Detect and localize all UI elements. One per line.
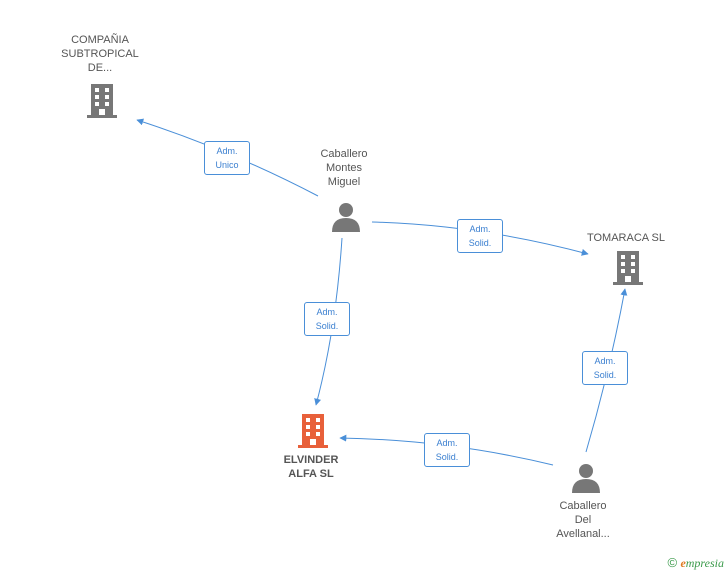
building-icon[interactable]: [612, 251, 644, 285]
node-label-compania[interactable]: COMPAÑIA SUBTROPICAL DE...: [61, 34, 139, 74]
node-label-elvinder[interactable]: ELVINDER ALFA SL: [283, 454, 339, 480]
node-label-caballero-montes[interactable]: Caballero Montes Miguel: [320, 148, 368, 188]
person-icon[interactable]: [571, 463, 601, 493]
edge-label-adm-solid: Adm. Solid.: [582, 351, 628, 385]
person-icon[interactable]: [331, 202, 361, 232]
brand-footer[interactable]: © empresia: [668, 555, 725, 571]
building-icon[interactable]: [297, 413, 329, 449]
edge-label-adm-solid: Adm. Solid.: [304, 302, 350, 336]
edge-label-adm-solid: Adm. Solid.: [424, 433, 470, 467]
node-label-caballero-del[interactable]: Caballero Del Avellanal...: [556, 500, 610, 540]
edge-label-adm-solid: Adm. Solid.: [457, 219, 503, 253]
brand-logo-rest: mpresia: [685, 556, 724, 570]
node-label-tomaraca[interactable]: TOMARACA SL: [586, 232, 666, 244]
building-icon[interactable]: [86, 84, 118, 118]
edge-label-adm-unico: Adm. Unico: [204, 141, 250, 175]
brand-logo-first: e: [680, 556, 686, 570]
copyright-symbol: ©: [667, 555, 678, 570]
